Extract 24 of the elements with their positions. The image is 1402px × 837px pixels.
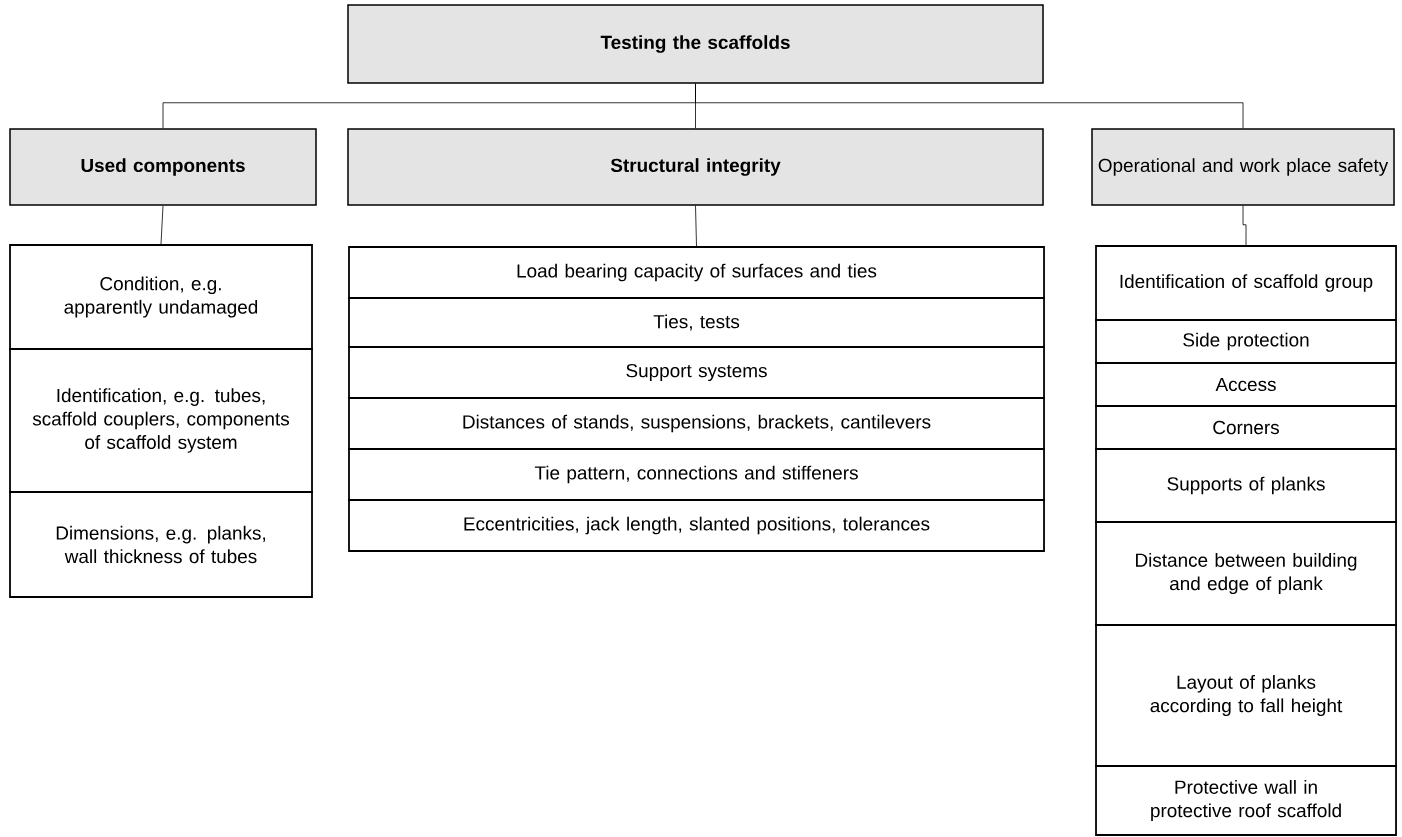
list-cell: Ties, tests [348, 297, 1045, 348]
list-cell: Corners [1095, 405, 1397, 450]
list-cell: Support systems [348, 346, 1045, 399]
list-cell: Protective wall in protective roof scaffold [1095, 765, 1397, 836]
list-cell: Supports of planks [1095, 448, 1397, 523]
list-cell: Identification, e.g. tubes, scaffold couplers, components of scaffold system [9, 348, 313, 493]
list-cell: Distance between building and edge of plank [1095, 521, 1397, 626]
heading-box: Testing the scaffolds [347, 4, 1044, 84]
list-cell: Condition, e.g. apparently undamaged [9, 244, 313, 350]
list-cell: Side protection [1095, 319, 1397, 364]
heading-box: Structural integrity [347, 128, 1044, 206]
list-cell: Identification of scaffold group [1095, 245, 1397, 321]
list-cell: Load bearing capacity of surfaces and ties [348, 246, 1045, 299]
list-cell: Eccentricities, jack length, slanted positions, tolerances [348, 499, 1045, 552]
connector-line [160, 205, 164, 245]
connector-line [695, 205, 697, 247]
heading-box: Operational and work place safety [1091, 128, 1395, 206]
list-cell: Dimensions, e.g. planks, wall thickness of tubes [9, 491, 313, 598]
list-cell: Tie pattern, connections and stiffeners [348, 448, 1045, 501]
list-cell: Access [1095, 362, 1397, 407]
connector-line [1242, 205, 1247, 246]
list-cell: Distances of stands, suspensions, brackets, cantilevers [348, 397, 1045, 450]
connector-line [695, 83, 1244, 129]
heading-box: Used components [9, 128, 317, 206]
